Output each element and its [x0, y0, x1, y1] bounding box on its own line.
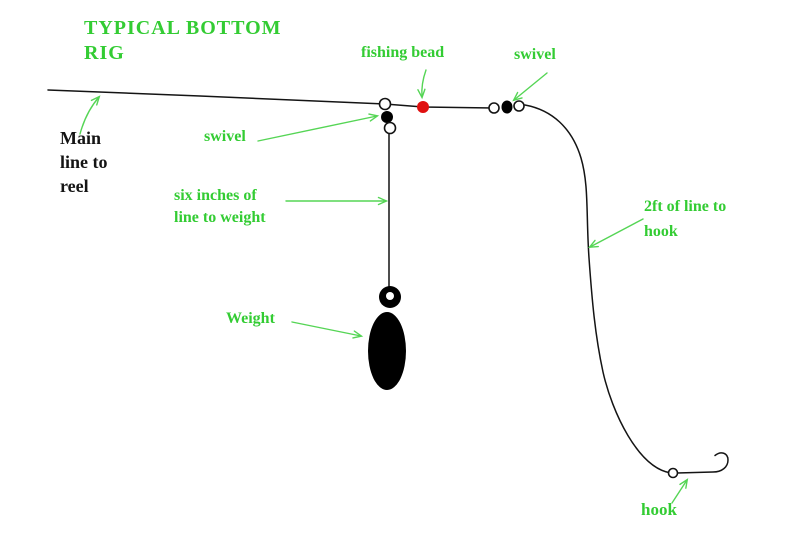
diagram-title-line2: RIG [84, 42, 125, 64]
main-line-label-line3: reel [60, 176, 89, 196]
hook [667, 452, 729, 479]
swivel-right-ring-right [513, 100, 525, 112]
swivel-right-ring-left [488, 102, 500, 114]
diagram-title-line1: TYPICAL BOTTOM [84, 17, 282, 39]
swivel-left [378, 97, 397, 135]
hook-snood-line [524, 104, 672, 474]
swivel-left-body [381, 111, 393, 123]
weight [368, 286, 406, 390]
weight-body [368, 312, 406, 390]
swivel-right-body [501, 100, 513, 114]
weight-label: Weight [226, 310, 275, 327]
swivel-left-ring-bottom [383, 121, 397, 135]
fishing-bead [417, 101, 429, 113]
dropper-length-label-line1: six inches of [174, 187, 257, 204]
swivel-right [488, 100, 525, 114]
main-line-label-line2: line to [60, 152, 108, 172]
swivel-left-ring-top [378, 97, 392, 111]
arrow-to-hook [671, 478, 689, 504]
hook-label: hook [641, 500, 677, 519]
right-swivel-label: swivel [514, 46, 556, 63]
arrow-to-left-swivel [257, 113, 380, 142]
arrow-to-right-swivel [512, 72, 548, 102]
main-line-label-line1: Main [60, 128, 102, 148]
arrow-to-snood-line [588, 218, 644, 249]
arrow-to-main-line [79, 95, 101, 135]
fishing-bead-label: fishing bead [361, 44, 445, 61]
snood-length-label: 2ft of line to hook [644, 194, 726, 244]
diagram-title: TYPICAL BOTTOM RIG [84, 16, 282, 66]
weight-eye-hole [386, 292, 394, 300]
main-line-label: Main line to reel [60, 126, 108, 198]
arrow-to-weight [291, 321, 364, 339]
hook-shape [676, 452, 729, 474]
snood-length-label-line1: 2ft of line to [644, 198, 727, 215]
snood-length-label-line2: hook [644, 223, 678, 240]
left-swivel-label: swivel [204, 128, 246, 145]
arrow-to-fishing-bead [417, 69, 427, 100]
dropper-length-label: six inches of line to weight [174, 185, 266, 229]
hook-eye [667, 467, 679, 479]
dropper-length-label-line2: line to weight [174, 209, 266, 226]
